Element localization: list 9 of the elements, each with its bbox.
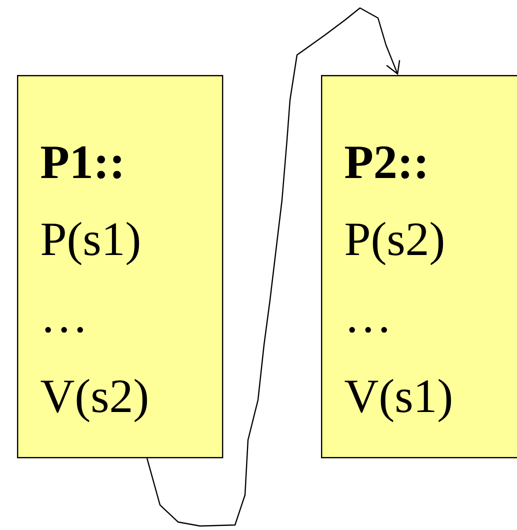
- statement-text: V(s2): [40, 378, 147, 422]
- statement-text: P(s1): [42, 222, 140, 266]
- statement-text: …: [349, 327, 387, 333]
- process-heading: P2::: [345, 146, 425, 179]
- arrow: [146, 7, 400, 527]
- process-heading: P1::: [41, 146, 121, 179]
- statement-text: P(s2): [346, 222, 444, 266]
- statement-text: …: [45, 327, 83, 333]
- statement-text: V(s1): [344, 378, 451, 422]
